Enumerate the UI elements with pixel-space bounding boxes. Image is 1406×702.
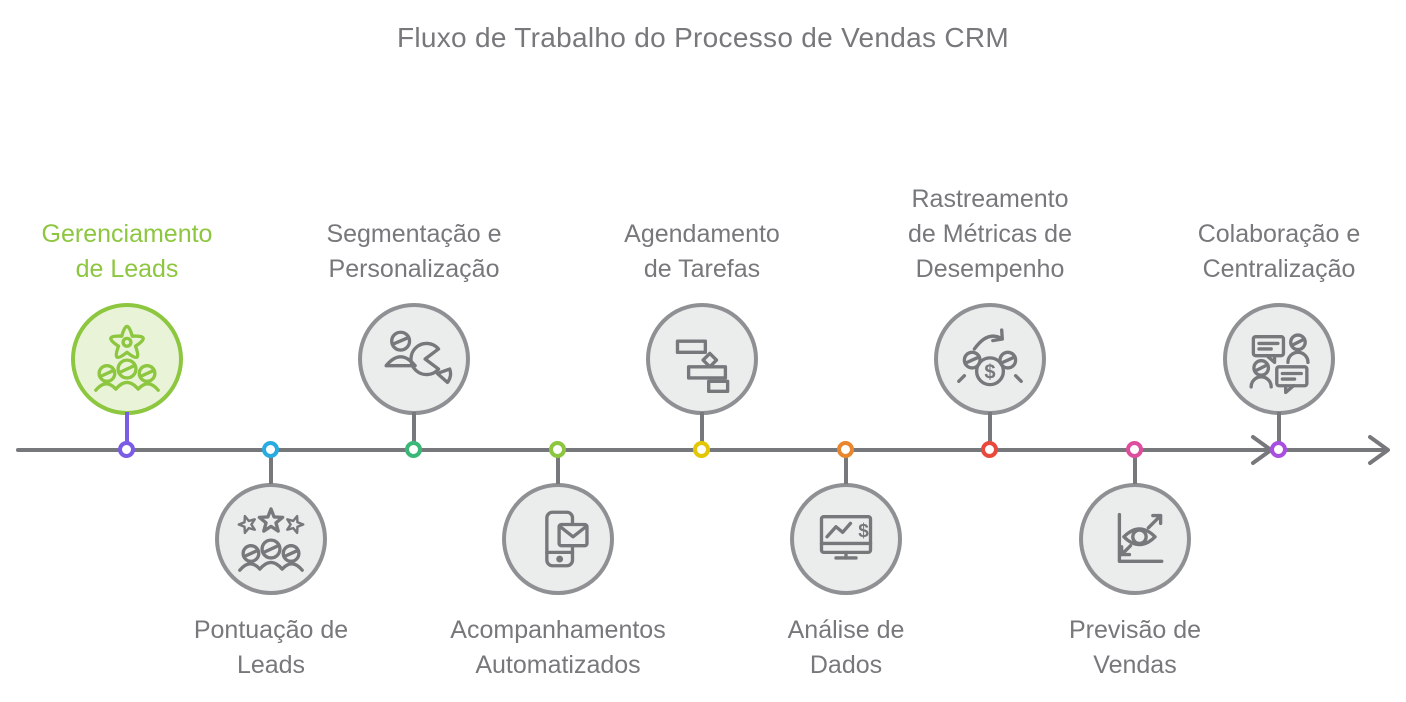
node-circle	[71, 303, 183, 415]
node-label-line: Leads	[236, 651, 306, 679]
gear-people-icon	[94, 324, 160, 392]
node-dot	[837, 441, 854, 458]
node-label-line: Segmentação e	[326, 220, 502, 248]
node-dot	[549, 441, 566, 458]
timeline-node: Gerenciamento de Leads	[0, 0, 257, 702]
arrowhead-icon	[1368, 435, 1390, 465]
person-pie-icon	[384, 330, 453, 385]
node-circle: $	[790, 483, 902, 595]
timeline-node: Análise de Dados $	[716, 0, 976, 702]
node-dot	[262, 441, 279, 458]
node-stem	[1133, 451, 1137, 484]
svg-text:$: $	[984, 362, 995, 384]
node-label: Análise de Dados	[716, 613, 976, 683]
timeline-node: Acompanhamentos Automatizados	[428, 0, 688, 702]
node-label-line: Centralização	[1202, 255, 1356, 283]
node-label-line: Previsão de	[1068, 616, 1202, 644]
node-label-line: de Leads	[75, 255, 179, 283]
timeline-node: Segmentação e Personalização	[284, 0, 544, 702]
node-label-line: de Métricas de	[908, 220, 1072, 248]
node-label-line: Pontuação de	[193, 616, 349, 644]
monitor-chart-icon: $	[819, 515, 873, 560]
node-label-line: Acompanhamentos	[450, 616, 666, 644]
timeline-node: Agendamento de Tarefas	[572, 0, 832, 702]
node-circle	[215, 483, 327, 595]
node-stem	[269, 451, 273, 484]
node-stem	[1277, 412, 1281, 449]
node-stem	[125, 412, 129, 449]
node-stem	[556, 451, 560, 484]
node-stem	[844, 451, 848, 484]
coins-refresh-icon: $	[957, 328, 1023, 387]
node-label-line: Personalização	[328, 255, 500, 283]
node-dot	[1126, 441, 1143, 458]
node-label-line: Automatizados	[475, 651, 641, 679]
timeline-node: Previsão de Vendas	[1005, 0, 1265, 702]
node-dot	[981, 441, 998, 458]
node-circle	[358, 303, 470, 415]
diagram-title: Fluxo de Trabalho do Processo de Vendas …	[396, 22, 1010, 53]
node-stem	[412, 412, 416, 449]
node-stem	[988, 412, 992, 449]
node-label-line: de Tarefas	[643, 255, 761, 283]
node-label: Gerenciamento de Leads	[0, 217, 257, 287]
node-dot	[118, 441, 135, 458]
node-stem	[700, 412, 704, 449]
chat-people-icon	[1249, 333, 1310, 395]
phone-mail-icon	[545, 510, 589, 568]
node-label-line: Vendas	[1093, 651, 1177, 679]
node-label: Agendamento de Tarefas	[572, 217, 832, 287]
eye-growth-icon	[1117, 512, 1164, 563]
node-circle	[1223, 303, 1335, 415]
node-label-line: Rastreamento	[911, 185, 1069, 213]
stars-people-icon	[237, 507, 305, 572]
node-label: Segmentação e Personalização	[284, 217, 544, 287]
node-label-line: Agendamento	[624, 220, 780, 248]
node-dot	[693, 441, 710, 458]
node-label: Rastreamento de Métricas de Desempenho	[860, 182, 1120, 287]
gantt-icon	[675, 339, 730, 393]
node-label-line: Colaboração e	[1197, 220, 1361, 248]
node-circle	[646, 303, 758, 415]
node-label: Previsão de Vendas	[1005, 613, 1265, 683]
node-label-line: Análise de	[787, 616, 905, 644]
node-label: Colaboração e Centralização	[1149, 217, 1406, 287]
node-dot	[405, 441, 422, 458]
node-circle	[1079, 483, 1191, 595]
node-label-line: Gerenciamento	[41, 220, 213, 248]
svg-text:$: $	[858, 521, 869, 542]
timeline-node: Rastreamento de Métricas de Desempenho $	[860, 0, 1120, 702]
timeline-node: Pontuação de Leads	[141, 0, 401, 702]
node-label-line: Desempenho	[915, 255, 1065, 283]
node-dot	[1270, 441, 1287, 458]
node-label: Acompanhamentos Automatizados	[428, 613, 688, 683]
timeline-node: Colaboração e Centralização	[1149, 0, 1406, 702]
node-circle	[502, 483, 614, 595]
node-label: Pontuação de Leads	[141, 613, 401, 683]
node-label-line: Dados	[809, 651, 883, 679]
